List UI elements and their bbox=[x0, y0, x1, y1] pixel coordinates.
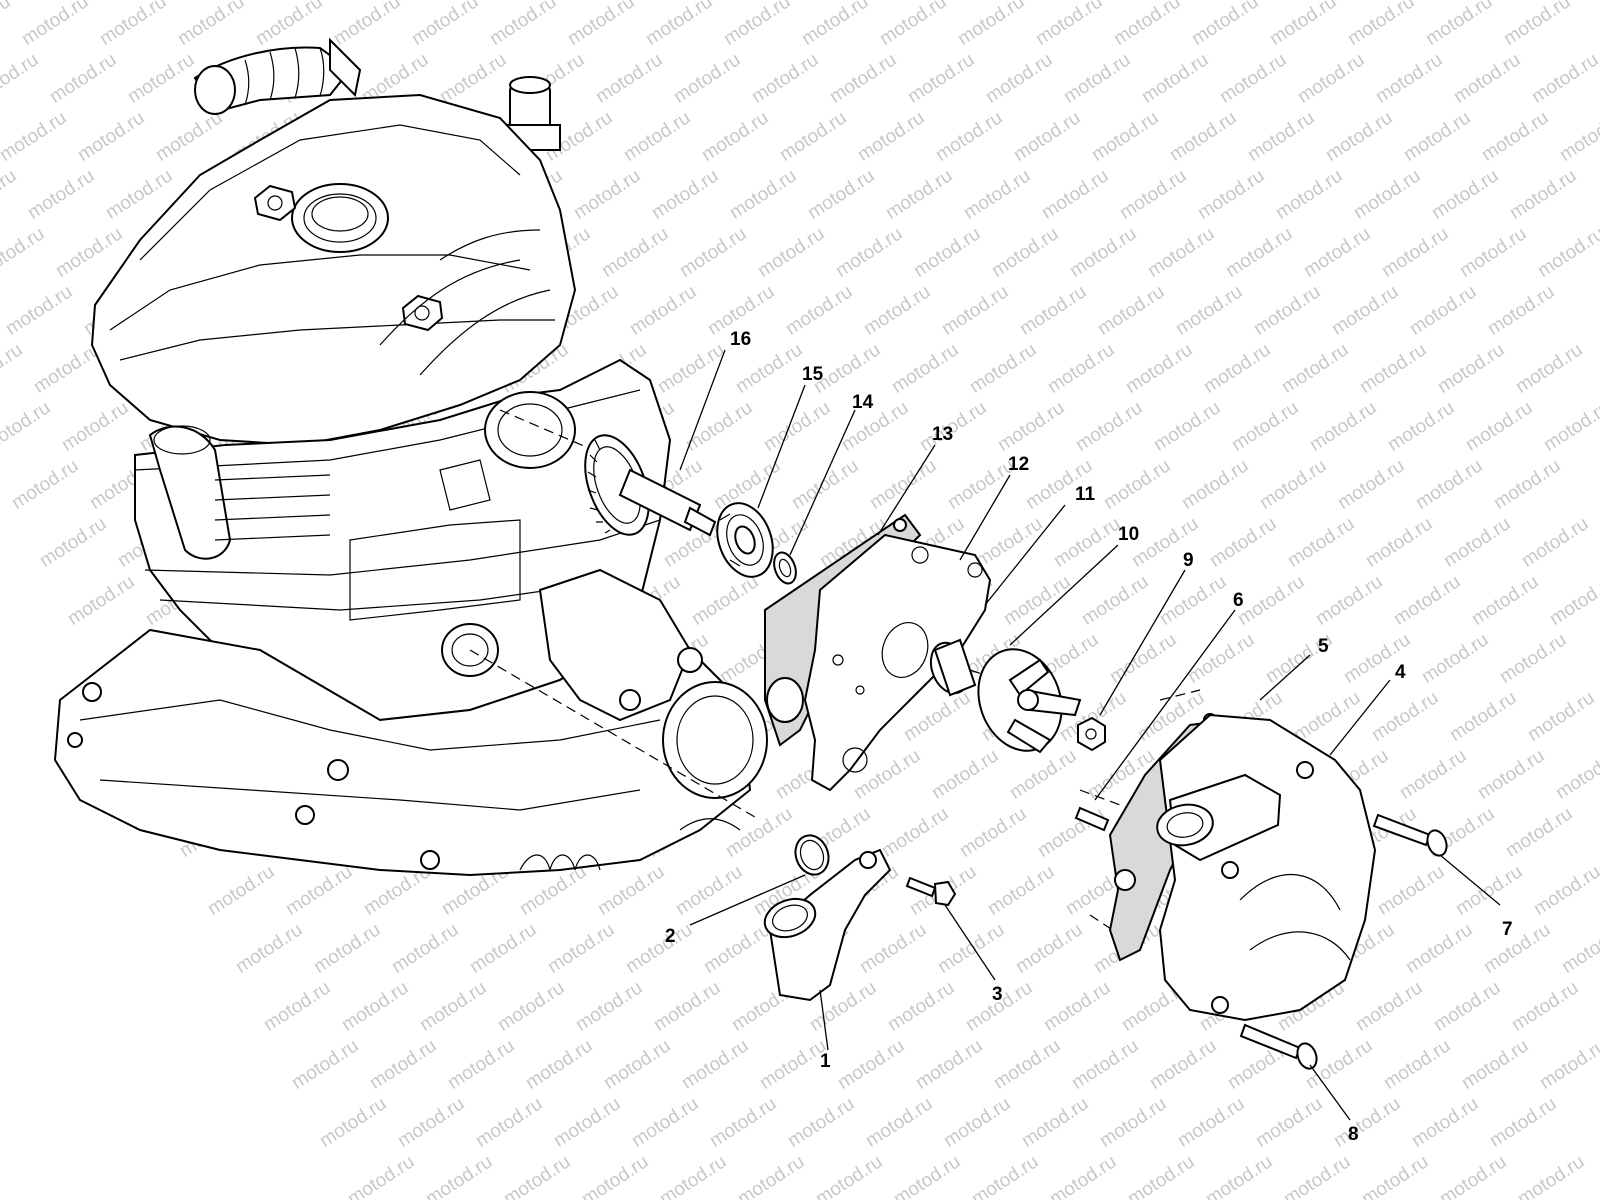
callout-6: 6 bbox=[1233, 590, 1244, 611]
callout-5: 5 bbox=[1318, 636, 1329, 657]
dowel-pin bbox=[1074, 806, 1110, 832]
callout-4: 4 bbox=[1395, 662, 1406, 683]
bearing bbox=[716, 502, 774, 578]
callout-1: 1 bbox=[820, 1051, 831, 1072]
callout-7: 7 bbox=[1502, 919, 1513, 940]
impeller bbox=[977, 648, 1082, 754]
water-outlet-fitting bbox=[763, 848, 892, 1002]
circlip bbox=[773, 551, 797, 585]
callout-2: 2 bbox=[665, 926, 676, 947]
callout-10: 10 bbox=[1118, 524, 1139, 545]
callout-12: 12 bbox=[1008, 454, 1029, 475]
callout-13: 13 bbox=[932, 424, 953, 445]
cover-bolt-lower bbox=[1239, 1023, 1318, 1070]
callout-9: 9 bbox=[1183, 550, 1194, 571]
pump-body-plate bbox=[803, 533, 992, 792]
callout-11: 11 bbox=[1075, 484, 1096, 505]
valve-cover bbox=[90, 93, 577, 447]
cover-bolt-upper bbox=[1372, 813, 1448, 857]
callout-3: 3 bbox=[992, 984, 1003, 1005]
callout-8: 8 bbox=[1348, 1124, 1359, 1145]
callout-15: 15 bbox=[802, 364, 824, 385]
callout-labels: 16 15 14 13 12 11 10 9 6 5 4 7 8 3 2 1 bbox=[665, 329, 1513, 1145]
fitting-bolt bbox=[905, 876, 957, 907]
leader-lines bbox=[679, 349, 1501, 1121]
crankcase bbox=[53, 568, 768, 877]
pump-cover bbox=[1156, 713, 1377, 1022]
o-ring bbox=[794, 834, 830, 876]
callout-14: 14 bbox=[852, 392, 874, 413]
top-cap bbox=[499, 76, 561, 151]
impeller-nut bbox=[1077, 716, 1106, 752]
engine-assembly bbox=[53, 37, 768, 877]
breather-hose bbox=[193, 37, 362, 115]
callout-16: 16 bbox=[730, 329, 751, 350]
mechanical-seal bbox=[929, 638, 977, 697]
pump-shaft-gear bbox=[584, 434, 717, 537]
cylinder-block bbox=[134, 358, 672, 722]
